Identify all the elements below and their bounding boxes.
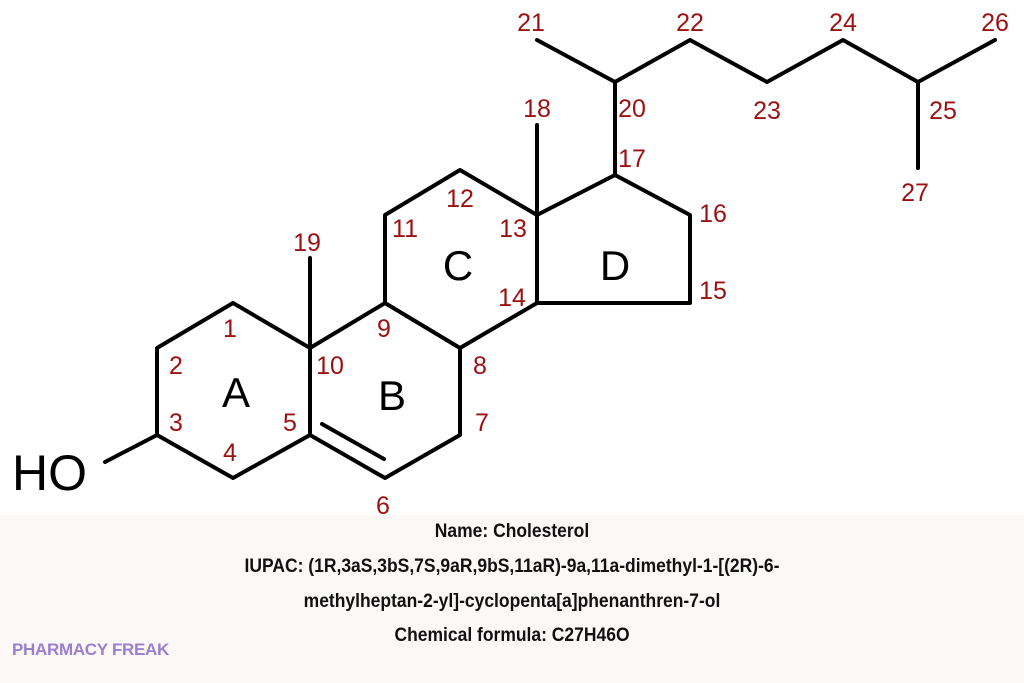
- carbon-label: 17: [618, 145, 646, 173]
- ring-label-a: A: [222, 369, 250, 416]
- brand-logo: PHARMACY FREAK: [12, 640, 169, 659]
- carbon-label: 24: [829, 9, 857, 37]
- carbon-label: 5: [283, 409, 297, 437]
- carbon-label: 25: [929, 97, 957, 125]
- carbon-label: 16: [699, 200, 727, 228]
- carbon-label: 9: [377, 315, 391, 343]
- carbon-label: 22: [676, 9, 704, 37]
- carbon-label: 3: [169, 409, 183, 437]
- ring-label-d: D: [600, 242, 630, 289]
- cholesterol-structure: HO A B C D 1 2 3 4 5 6 7 8 9 10 11 12 13…: [0, 0, 1024, 520]
- bonds: [103, 38, 997, 480]
- carbon-label: 14: [498, 284, 526, 312]
- chemical-formula: Chemical formula: C27H46O: [394, 625, 630, 646]
- carbon-label: 20: [618, 95, 646, 123]
- carbon-label: 15: [699, 277, 727, 305]
- carbon-label: 4: [223, 439, 237, 467]
- compound-name: Name: Cholesterol: [434, 521, 590, 542]
- hydroxyl-bond: [103, 433, 159, 464]
- carbon-label: 2: [169, 352, 183, 380]
- carbon-label: 11: [392, 215, 418, 243]
- carbon-label: 26: [981, 9, 1009, 37]
- carbon-label: 23: [753, 97, 781, 125]
- hydroxyl-label: HO: [12, 445, 87, 501]
- carbon-label: 27: [901, 179, 929, 207]
- iupac-name-line2: methylheptan-2-yl]-cyclopenta[a]phenanth…: [303, 591, 721, 612]
- ring-labels: A B C D: [222, 242, 630, 419]
- ring-d: [535, 173, 692, 305]
- carbon-label: 6: [376, 492, 390, 520]
- side-chain-main: [613, 38, 997, 84]
- diagram-background: [0, 0, 1024, 515]
- ring-b: [308, 301, 462, 480]
- iupac-name-line1: IUPAC: (1R,3aS,3bS,7S,9aR,9bS,11aR)-9a,1…: [244, 556, 780, 577]
- carbon-label: 12: [446, 185, 474, 213]
- double-bond-5-6: [320, 422, 386, 461]
- ring-c: [383, 168, 539, 350]
- carbon-label: 7: [475, 409, 489, 437]
- carbon-label: 19: [293, 229, 321, 257]
- carbon-label: 13: [499, 215, 527, 243]
- carbon-label: 18: [523, 95, 551, 123]
- carbon-label: 1: [223, 315, 237, 343]
- carbon-label: 21: [517, 9, 545, 37]
- carbon-numbers: 1 2 3 4 5 6 7 8 9 10 11 12 13 14 15 16 1…: [169, 9, 1009, 520]
- ring-label-c: C: [443, 242, 473, 289]
- carbon-label: 8: [473, 352, 487, 380]
- carbon-label: 10: [316, 352, 344, 380]
- ring-label-b: B: [378, 372, 406, 419]
